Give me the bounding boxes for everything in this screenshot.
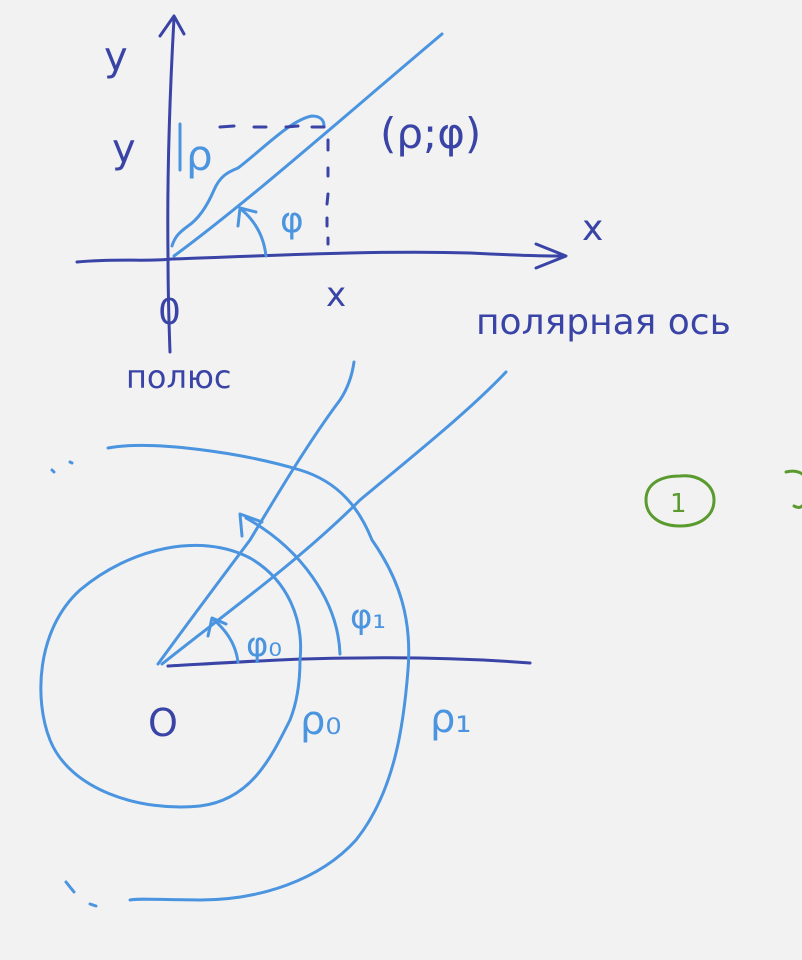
phi0-arrowhead xyxy=(206,616,228,638)
outer-circle xyxy=(106,443,411,902)
x-axis-arrowhead xyxy=(534,242,568,270)
y-tick-label: y xyxy=(112,126,136,172)
pole-label: полюс xyxy=(126,358,231,396)
phi-arc xyxy=(240,208,268,258)
phi1-arc xyxy=(244,516,342,656)
dotted-vertical xyxy=(325,138,330,246)
rho-label: ρ xyxy=(186,131,213,180)
rho-brace xyxy=(170,114,326,248)
ray-steep xyxy=(156,360,356,666)
y-axis-arrowhead xyxy=(158,14,186,38)
phi-arc-arrowhead xyxy=(236,206,258,228)
point-label: (ρ;φ) xyxy=(380,109,481,158)
phi0-label: φ₀ xyxy=(246,625,282,665)
radius-ray xyxy=(172,32,444,258)
lower-polar-axis xyxy=(166,656,532,668)
phi1-label: φ₁ xyxy=(350,597,386,637)
polar-axis-label: полярная ось xyxy=(476,302,731,343)
outer-circle-dots-bottom xyxy=(64,880,98,908)
phi0-arc xyxy=(212,618,240,664)
outer-circle-dots-top xyxy=(50,460,74,474)
y-axis-label: y xyxy=(104,34,128,80)
rho1-label: ρ₁ xyxy=(430,696,471,742)
step-badge: 1 xyxy=(644,469,802,528)
lower-origin-label: O xyxy=(148,701,178,745)
ray-shallow xyxy=(160,370,508,666)
inner-circle xyxy=(39,543,303,809)
y-axis xyxy=(166,16,176,354)
badge-edge-mark xyxy=(784,469,802,509)
x-tick-label: x xyxy=(326,275,346,315)
origin-label: 0 xyxy=(158,292,181,333)
rho0-label: ρ₀ xyxy=(300,698,341,744)
circles-diagram: φ₀ φ₁ O ρ₀ ρ₁ xyxy=(39,360,532,908)
badge-circle xyxy=(644,474,716,528)
phi-label: φ xyxy=(280,200,304,241)
x-axis xyxy=(75,250,564,264)
badge-number: 1 xyxy=(670,489,687,519)
cartesian-polar-diagram: y y ρ φ (ρ;φ) x x 0 полярная ось полюс xyxy=(75,14,731,396)
x-axis-label: x xyxy=(582,208,603,249)
dashed-horizontal xyxy=(218,124,326,129)
phi1-arrowhead xyxy=(238,512,264,538)
